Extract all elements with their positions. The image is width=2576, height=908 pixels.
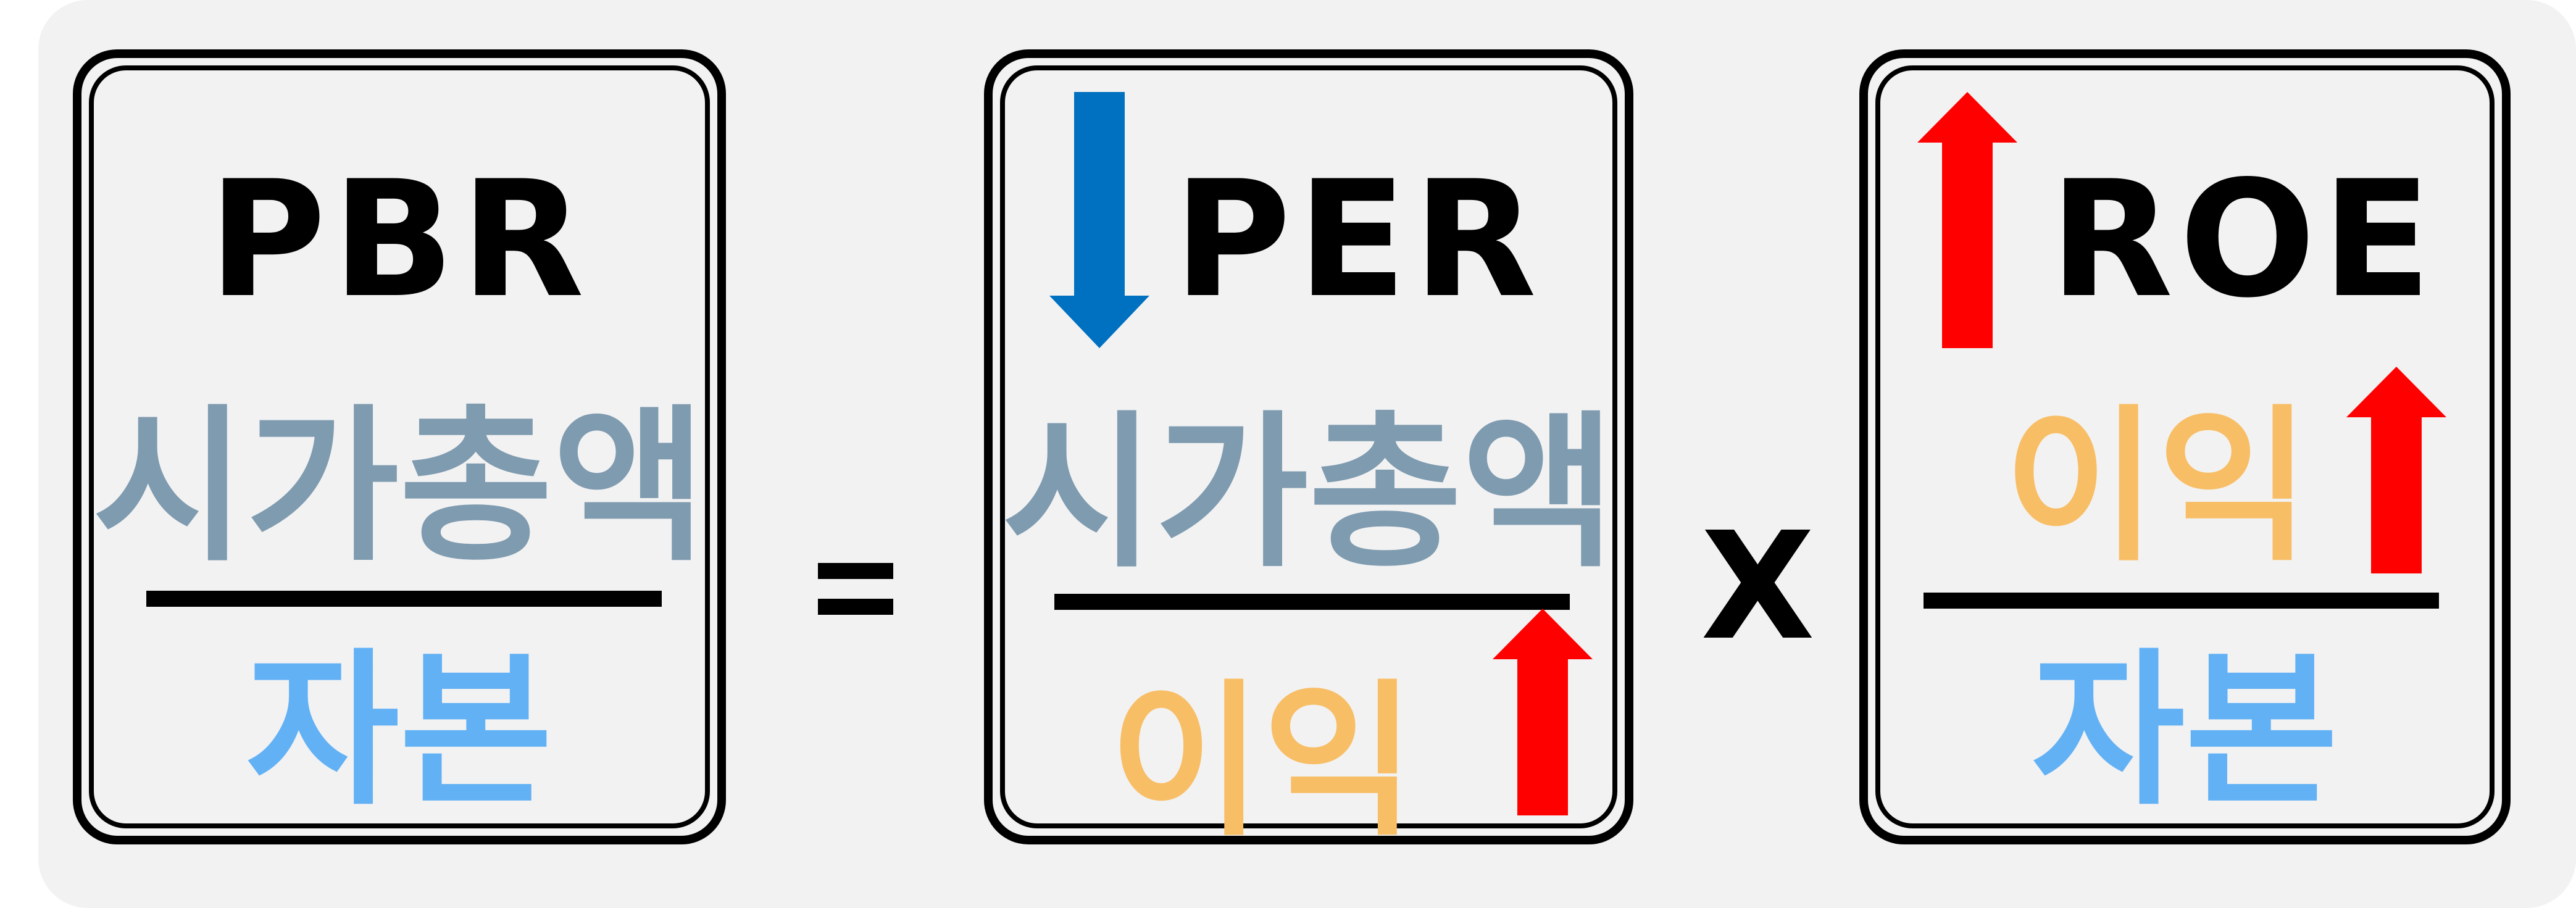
- equals-sign: [818, 563, 893, 579]
- per-denominator: 이익: [1109, 664, 1416, 859]
- roe-fraction-line: [1924, 593, 2439, 609]
- roe-denominator: 자본: [2032, 633, 2338, 828]
- pbr-card-inner-border: [89, 65, 710, 828]
- pbr-card: PBR 시가총액 자본: [73, 49, 726, 844]
- per-card-inner-border: [1000, 65, 1617, 828]
- per-numerator: 시가총액: [1002, 396, 1615, 590]
- per-card: PER 시가총액 이익: [984, 49, 1633, 845]
- times-sign: X: [1701, 500, 1815, 673]
- arrow-up-icon: [1917, 92, 2017, 348]
- per-title: PER: [1173, 147, 1543, 333]
- arrow-down-icon: [1049, 92, 1149, 348]
- per-fraction-line: [1054, 594, 1570, 610]
- pbr-title: PBR: [208, 147, 591, 333]
- roe-card-inner-border: [1875, 65, 2495, 828]
- pbr-numerator: 시가총액: [93, 389, 706, 584]
- arrow-up-icon: [2346, 367, 2446, 573]
- equals-sign-lower: [818, 599, 893, 615]
- roe-card: ROE 이익 자본: [1859, 49, 2511, 844]
- pbr-denominator: 자본: [246, 633, 553, 828]
- arrow-up-icon: [1493, 609, 1593, 815]
- roe-numerator: 이익: [2004, 389, 2311, 584]
- roe-title: ROE: [2049, 147, 2438, 333]
- pbr-fraction-line: [146, 591, 662, 607]
